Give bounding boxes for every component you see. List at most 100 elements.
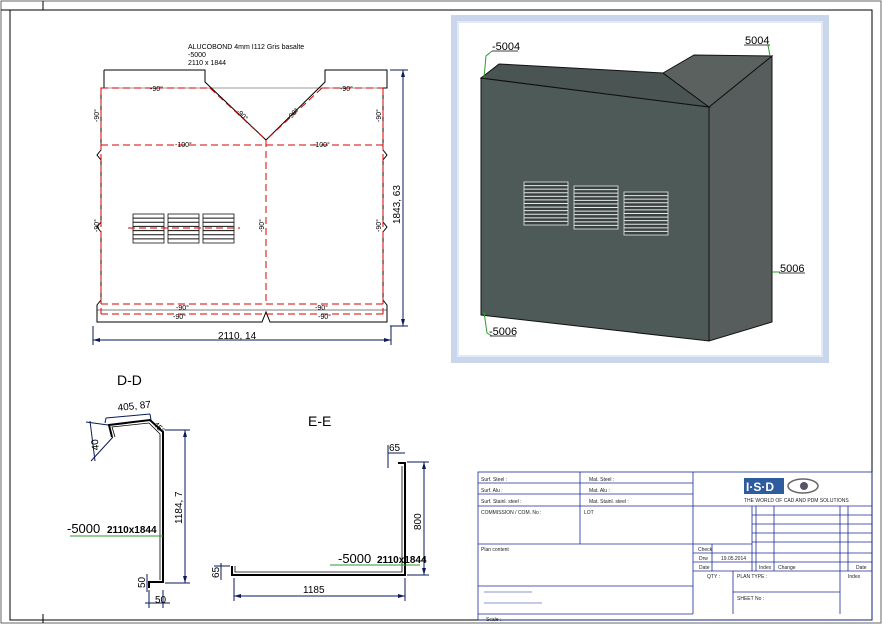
arrow-head xyxy=(422,462,426,469)
dim-800: 800 xyxy=(413,513,424,530)
sheet-inner-border xyxy=(9,9,873,621)
eye-pupil-icon xyxy=(800,482,808,490)
part-size-ee: 2110x1844 xyxy=(377,555,427,566)
material-line-2: -5000 xyxy=(188,52,206,59)
callout-leader xyxy=(483,50,493,79)
arrow-head xyxy=(234,594,241,598)
index2-label: Index xyxy=(848,574,861,580)
mat-alu-label: Mat. Alu : xyxy=(589,488,610,494)
angle-label: -90° xyxy=(93,109,101,122)
lot-label: LOT xyxy=(584,510,594,516)
bend-line xyxy=(265,87,323,141)
mat-stainl-label: Mat. Stainl. steel : xyxy=(589,499,629,505)
surf-stainl-label: Surf. Stainl. steel : xyxy=(481,499,522,505)
drw-label: Drw xyxy=(699,556,708,562)
dim-ext xyxy=(85,421,109,426)
callout-label-5004-right: 5004 xyxy=(745,35,769,47)
qty-label: QTY : xyxy=(707,574,720,580)
callout-label-5004-left: -5004 xyxy=(492,41,520,53)
surf-alu-label: Surf. Alu : xyxy=(481,488,503,494)
vent-grill-iso xyxy=(523,181,669,236)
vent-grill-flat xyxy=(128,213,240,244)
section-dd-profile xyxy=(107,418,164,588)
dim-50-horizontal: 50 xyxy=(155,595,167,606)
isd-logo-box xyxy=(744,478,784,494)
date-label: Date xyxy=(699,565,710,571)
check-label: Check xyxy=(698,547,713,553)
isd-logo: I·S·D xyxy=(746,480,774,494)
title-block-frame xyxy=(477,471,873,621)
change-label: Change xyxy=(778,565,796,571)
arrow-head xyxy=(384,338,391,342)
surf-steel-label: Surf. Steel : xyxy=(481,477,507,483)
part-number-ee: -5000 xyxy=(338,551,371,566)
arrow-head xyxy=(401,319,405,326)
section-dd-profile-inner xyxy=(111,422,161,580)
section-ee-title: E-E xyxy=(308,413,331,429)
callout-leader xyxy=(767,44,771,57)
dim-line xyxy=(105,413,151,419)
drw-date: 19.05.2014 xyxy=(721,556,746,562)
height-dimension: 1843, 63 xyxy=(392,185,403,224)
dim-65-top: 65 xyxy=(389,443,401,454)
section-ee-view[interactable]: E-E 65 800 65 1185 -5000 2110x1844 xyxy=(211,413,429,601)
callout-label-5006-left: -5006 xyxy=(489,326,517,338)
scale-label: Scale : xyxy=(486,617,501,623)
angle-label: -100° xyxy=(313,141,330,149)
arrow-head xyxy=(422,568,426,575)
part-size-dd: 2110x1844 xyxy=(107,525,157,536)
bend-line xyxy=(209,87,267,141)
angle-label: -90° xyxy=(375,109,383,122)
angle-label: -90° xyxy=(375,219,383,232)
commission-label: COMMISSION / COM. No : xyxy=(481,510,542,516)
section-dd-title: D-D xyxy=(117,372,142,388)
angle-label: -90° xyxy=(318,313,331,321)
dim-1185: 1185 xyxy=(303,585,325,596)
dim-50-vertical: 50 xyxy=(137,576,148,588)
callout-leader xyxy=(483,311,493,337)
section-ee-profile-inner xyxy=(234,466,403,573)
angle-label: -90° xyxy=(173,313,186,321)
angle-label: -90° xyxy=(176,304,189,312)
section-ee-profile xyxy=(231,462,406,576)
plan-content-label: Plan content xyxy=(481,547,509,553)
part-number-dd: -5000 xyxy=(67,521,100,536)
dim-1184-7: 1184, 7 xyxy=(174,491,185,524)
dim-65-left: 65 xyxy=(211,566,222,578)
dim-405-87: 405, 87 xyxy=(117,400,152,414)
iso-view-frame-inner xyxy=(457,21,823,357)
arrow-head xyxy=(183,576,187,583)
iso-roof-face xyxy=(662,54,774,108)
index-label: Index xyxy=(759,565,772,571)
sheet-no-label: SHEET No : xyxy=(737,596,764,602)
flat-pattern-view[interactable]: ALUCOBOND 4mm I112 Gris basalte -5000 21… xyxy=(92,44,408,345)
logo-tagline: THE WORLD OF CAD AND PDM SOLUTIONS xyxy=(744,498,849,504)
dim-ext xyxy=(149,413,152,421)
signature-line xyxy=(484,602,542,604)
plan-type-label: PLAN TYPE : xyxy=(737,574,767,580)
dim-ext xyxy=(90,436,114,462)
angle-label: -90° xyxy=(150,85,163,93)
arrow-head xyxy=(183,430,187,437)
dim-40: 40 xyxy=(90,438,102,451)
mat-steel-label: Mat. Steel : xyxy=(589,477,614,483)
angle-label: -90° xyxy=(258,219,266,232)
arrow-head xyxy=(398,594,405,598)
width-dimension: 2110, 14 xyxy=(218,331,257,342)
title-block: I·S·D THE WORLD OF CAD AND PDM SOLUTIONS… xyxy=(477,471,873,623)
material-line-3: 2110 x 1844 xyxy=(188,60,226,67)
dim-line xyxy=(89,420,96,462)
callout-label-5006-right: 5006 xyxy=(780,263,804,275)
material-line-1: ALUCOBOND 4mm I112 Gris basalte xyxy=(188,44,304,51)
dim-ext xyxy=(104,417,107,424)
date2-label: Date xyxy=(856,565,867,571)
angle-label: -90° xyxy=(93,219,101,232)
arrow-head xyxy=(93,338,100,342)
isometric-view[interactable]: -5004 5004 5006 -5006 xyxy=(451,15,829,363)
angle-label: -100° xyxy=(175,141,192,149)
angle-label: -90° xyxy=(315,304,328,312)
signature-line xyxy=(484,591,532,593)
angle-label: -90° xyxy=(340,85,353,93)
arrow-head xyxy=(401,70,405,77)
